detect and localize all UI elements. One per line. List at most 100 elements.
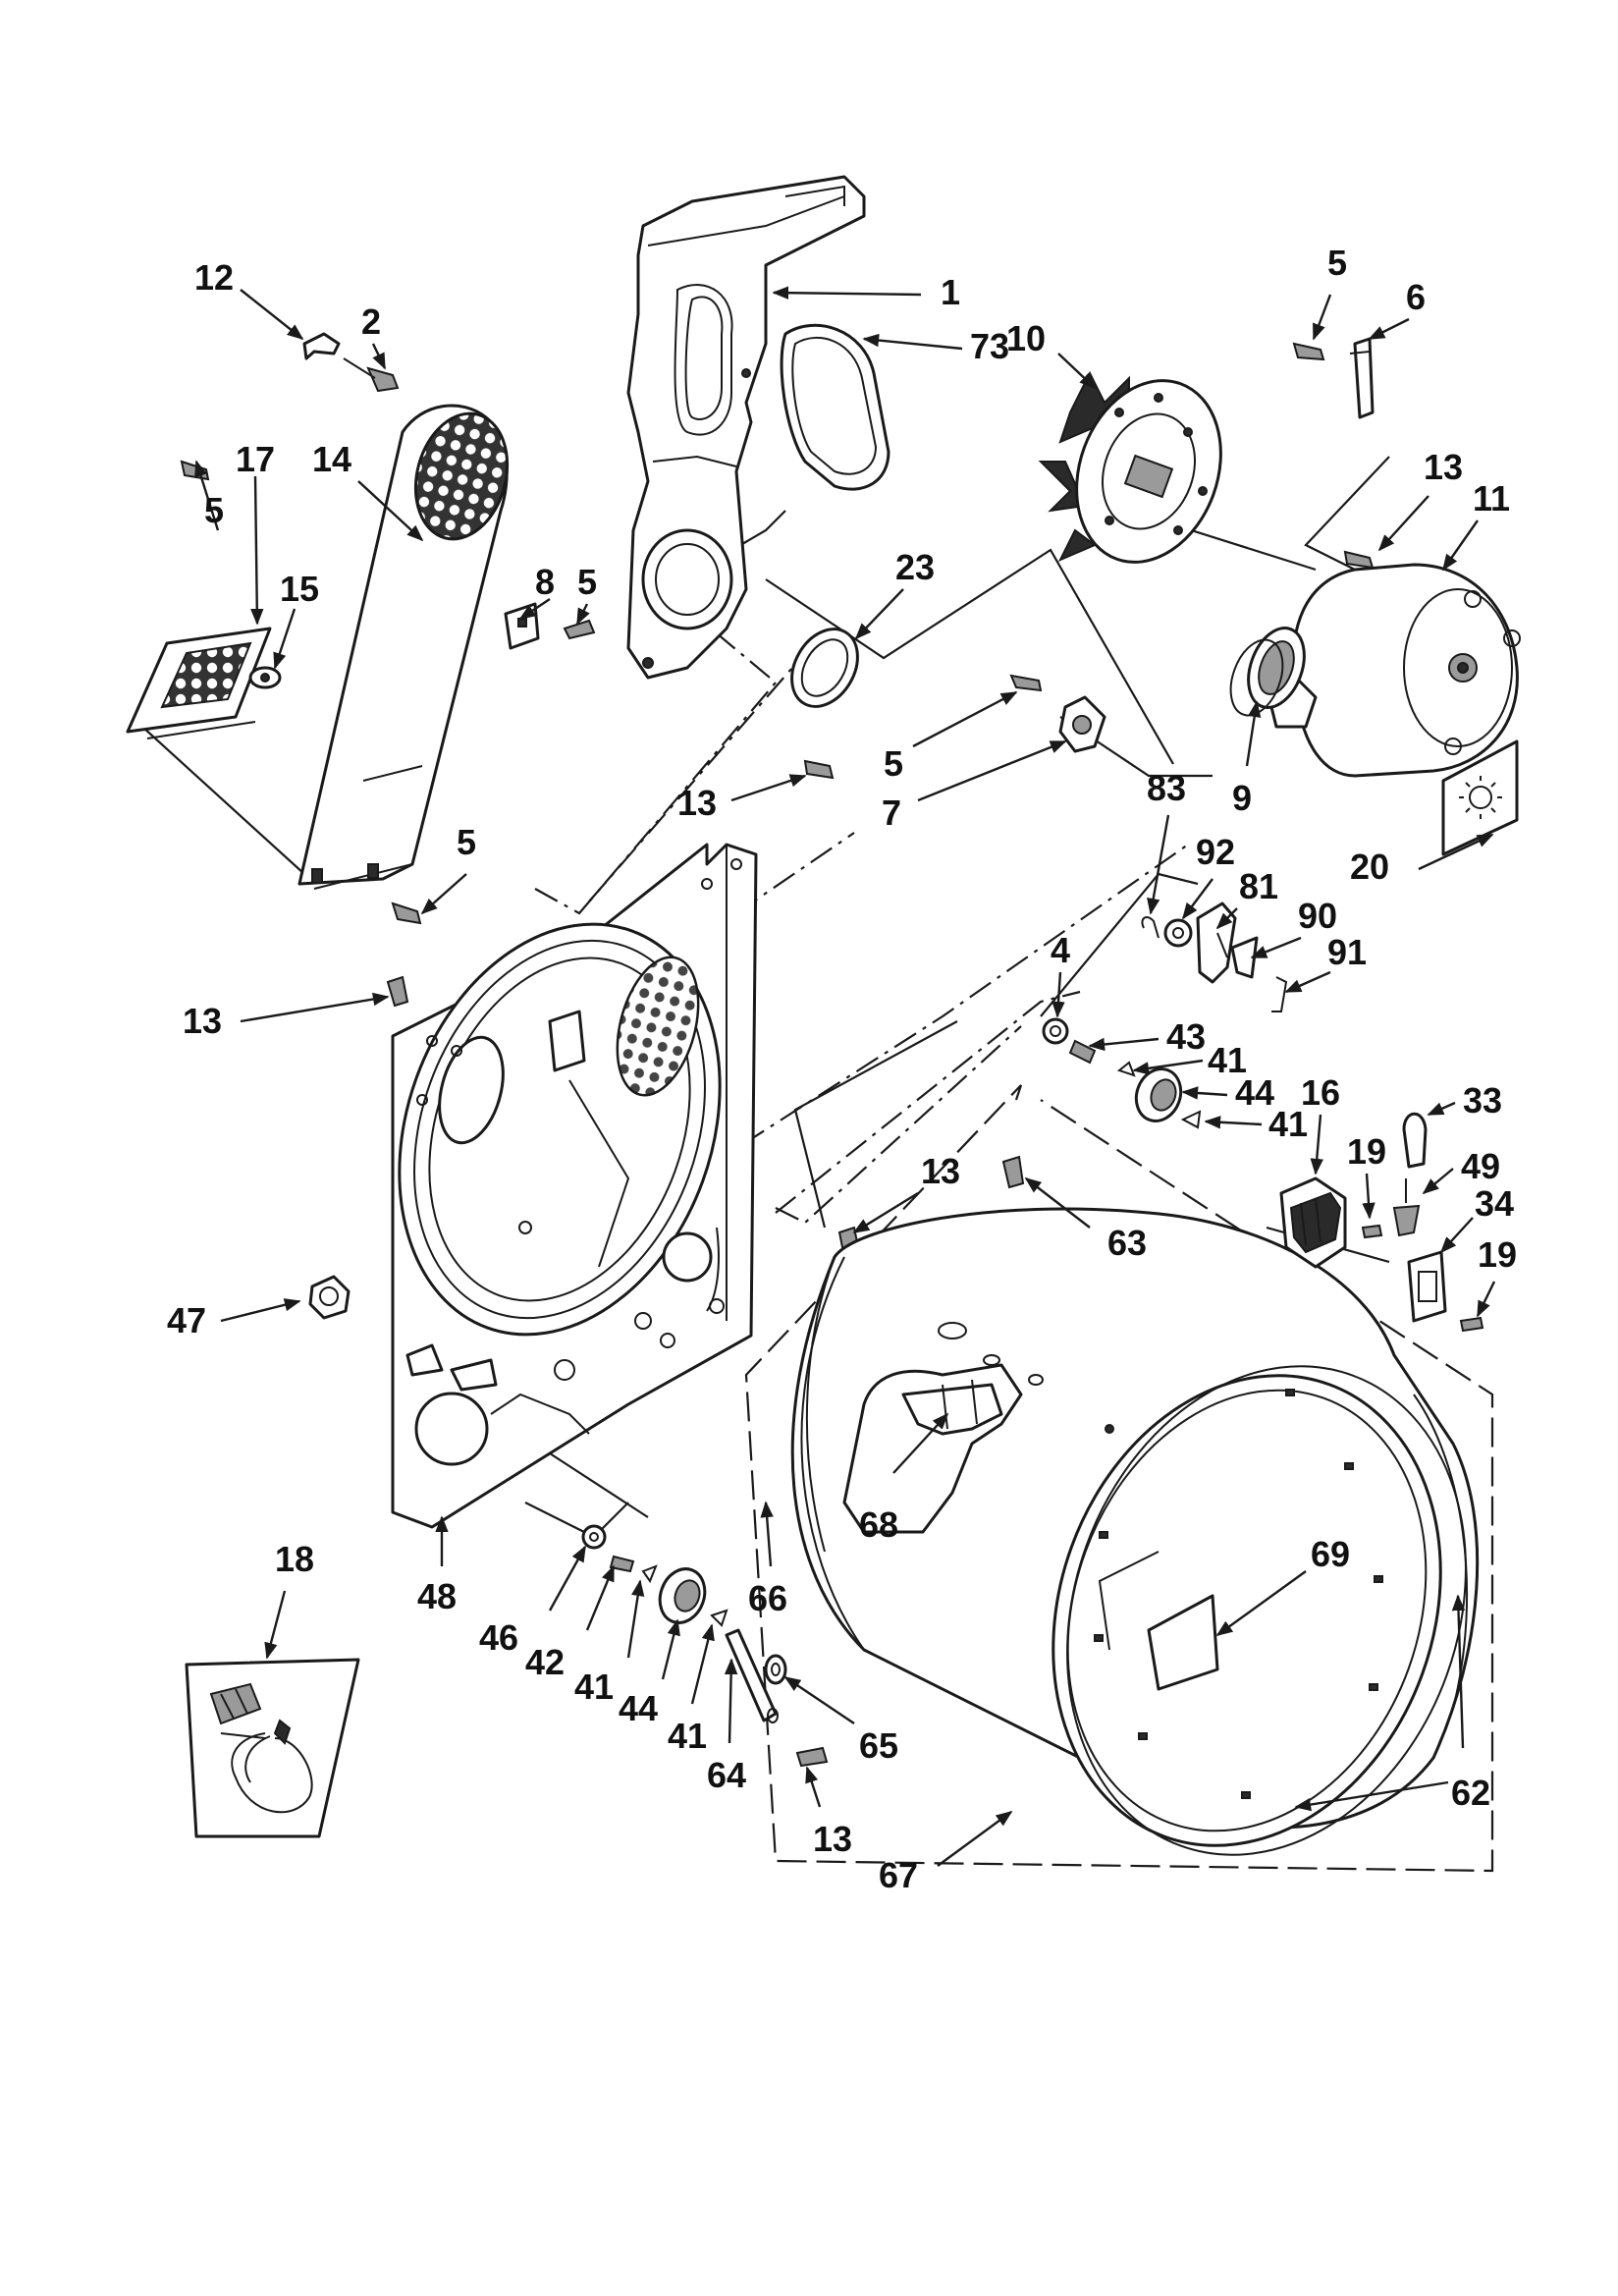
part-clip (1349, 337, 1375, 419)
arrow-46 (548, 1545, 587, 1612)
callout-92: 92 (1196, 832, 1235, 872)
washer-65 (764, 1654, 787, 1685)
callout-91: 91 (1327, 932, 1367, 972)
guide-line-diagonal-2 (775, 990, 1081, 1214)
part-lint-screen (126, 627, 272, 739)
screw-panel-bottom (391, 902, 422, 925)
callout-12: 12 (194, 257, 234, 298)
callout-41-upper-b: 41 (1268, 1104, 1308, 1144)
screw-drum-top (1001, 1155, 1025, 1189)
leader-bracket (549, 1452, 649, 1518)
callout-49: 49 (1461, 1146, 1500, 1186)
part-fan-housing (1265, 563, 1521, 778)
knob-33 (1402, 1112, 1428, 1169)
arrow-34 (1439, 1217, 1474, 1254)
screw-bracket (1009, 674, 1043, 692)
arrow-41a (1132, 1059, 1204, 1075)
arrow-5e (420, 873, 467, 915)
clip-41c (641, 1564, 658, 1584)
arrow-41c (626, 1579, 645, 1659)
callout-66: 66 (748, 1578, 787, 1618)
arrow-67 (937, 1811, 1013, 1867)
arrow-7 (917, 739, 1067, 802)
pin-42 (609, 1555, 635, 1573)
part-warning-label (1441, 739, 1519, 856)
callout-48: 48 (417, 1576, 457, 1616)
part-idler-assembly-lower (581, 1524, 787, 1723)
part-duct-gasket (780, 323, 890, 491)
callout-9: 9 (1232, 778, 1252, 818)
arrow-90 (1250, 936, 1302, 959)
part-rear-duct (626, 175, 866, 680)
arrow-23 (854, 588, 904, 640)
arrow-17 (250, 475, 264, 626)
arrow-5a (1312, 294, 1332, 341)
arrow-8 (518, 598, 551, 620)
arrow-92 (1181, 878, 1214, 920)
arrow-44b (661, 1618, 680, 1680)
screw-roller-lower (795, 1746, 829, 1768)
arrow-69 (1215, 1570, 1307, 1636)
callout-19-lower: 19 (1478, 1234, 1517, 1275)
callout-81: 81 (1239, 866, 1278, 906)
arrow-18 (264, 1590, 287, 1660)
callout-44-lower: 44 (619, 1688, 658, 1728)
screw-fan-housing (1343, 550, 1375, 570)
screw-switch (1361, 1224, 1383, 1239)
arrow-42 (585, 1564, 616, 1631)
callout-14: 14 (312, 439, 351, 479)
arrow-12 (240, 289, 304, 341)
arrow-20 (1418, 833, 1494, 871)
arrow-15 (273, 608, 297, 670)
arrow-81 (1215, 907, 1238, 930)
callout-13-lower: 13 (813, 1819, 852, 1859)
arrow-4 (1052, 971, 1065, 1018)
arrow-44a (1181, 1086, 1228, 1100)
part-seal-ring (790, 628, 859, 708)
part-blower-wheel (1038, 370, 1222, 564)
arrow-13e (805, 1766, 822, 1808)
spring-49 (1392, 1204, 1421, 1237)
callout-69: 69 (1311, 1534, 1350, 1574)
part-screw-2 (343, 357, 400, 393)
callout-labels: 1 73 12 2 5 6 10 13 11 17 14 5 15 8 5 23… (167, 243, 1517, 1895)
callout-6: 6 (1406, 277, 1426, 317)
callout-34: 34 (1475, 1183, 1514, 1224)
callout-90: 90 (1298, 896, 1337, 936)
callout-73: 73 (970, 326, 1009, 366)
callout-46: 46 (479, 1617, 518, 1658)
pin-43 (1068, 1039, 1097, 1065)
arrow-62b (1451, 1594, 1466, 1749)
callout-18: 18 (275, 1539, 314, 1579)
arrow-73 (862, 333, 963, 351)
arrow-1 (772, 286, 922, 300)
part-terminal-block (1279, 1176, 1347, 1269)
callout-13-panel: 13 (183, 1001, 222, 1041)
callout-41-lower-b: 41 (668, 1716, 707, 1756)
callout-20: 20 (1350, 847, 1389, 887)
arrow-13c (240, 992, 390, 1023)
arrow-11 (1442, 519, 1479, 572)
screw-panel-top (386, 975, 409, 1008)
screw-top-right (1292, 342, 1325, 361)
callout-15: 15 (280, 569, 319, 609)
screw-duct (803, 759, 835, 780)
callout-4: 4 (1051, 930, 1070, 970)
arrow-16 (1310, 1114, 1323, 1175)
callout-67: 67 (879, 1855, 918, 1895)
arrow-13a (1377, 495, 1429, 552)
arrow-65 (783, 1676, 855, 1724)
callout-10: 10 (1006, 318, 1046, 358)
callout-64: 64 (707, 1755, 746, 1795)
callout-13-drum: 13 (921, 1151, 960, 1191)
callout-43: 43 (1166, 1016, 1206, 1057)
callout-arrows (194, 286, 1496, 1867)
callout-8: 8 (535, 562, 555, 602)
arrow-19b (1476, 1281, 1496, 1318)
callout-41-upper-a: 41 (1208, 1040, 1247, 1080)
part-lint-filter-housing (297, 404, 510, 890)
clip-91 (1271, 976, 1288, 1012)
callout-63: 63 (1107, 1223, 1147, 1263)
part-nut (308, 1275, 351, 1320)
